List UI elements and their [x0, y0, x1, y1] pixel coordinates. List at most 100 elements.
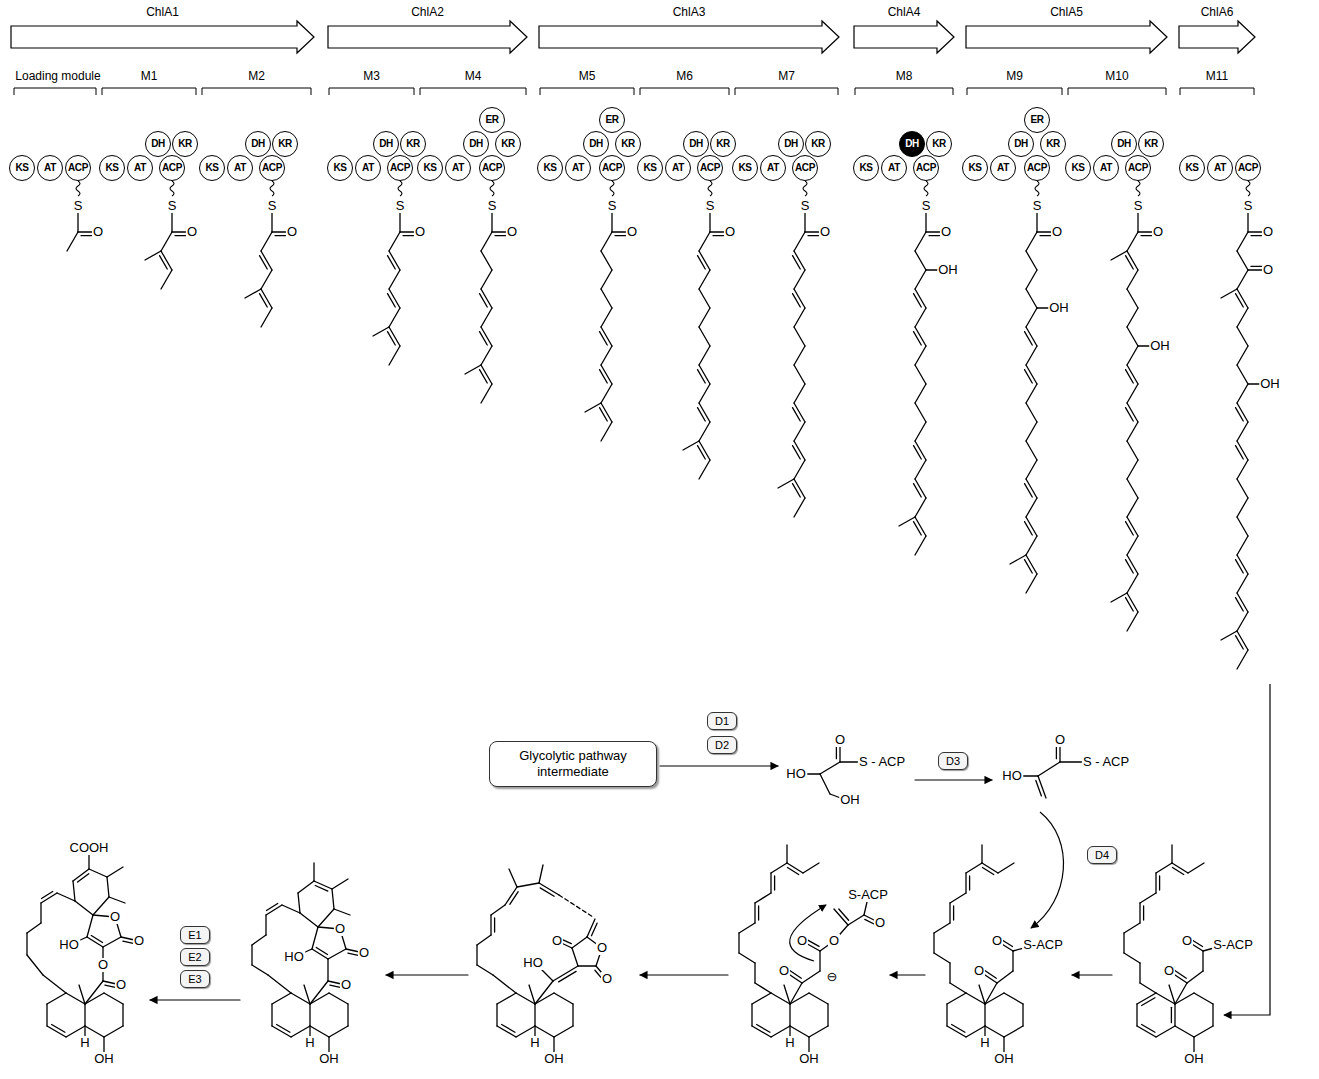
module-label: M6 [675, 69, 694, 83]
domain-circle: KS [1065, 155, 1091, 181]
domain-circle: AT [1207, 155, 1233, 181]
bond-line [794, 498, 805, 517]
bond-line [601, 270, 612, 289]
double-bond [793, 294, 801, 307]
domain-name: ACP [602, 163, 622, 173]
double-bond [600, 370, 608, 383]
bond-line [84, 1004, 85, 1026]
double-bond [277, 1025, 290, 1033]
bond-line [93, 897, 109, 915]
module-bracket [967, 88, 1062, 95]
domain-circle: KS [637, 155, 663, 181]
domain-circle: ACP [65, 155, 91, 181]
gene-name: ChlA5 [965, 4, 1168, 19]
double-bond [984, 970, 997, 978]
bond-line [915, 460, 926, 479]
domain-circle: ER [479, 107, 505, 133]
gene-arrow: ChlA5 [965, 4, 1168, 60]
bond-line [477, 935, 491, 945]
bond-line [271, 1004, 272, 1026]
atom-label: O [778, 964, 790, 978]
bond-line [328, 1037, 329, 1053]
bond-line [915, 270, 926, 289]
bond-line [554, 993, 573, 1004]
bond-line [915, 422, 926, 441]
bond-line [1237, 384, 1248, 403]
atom-label: O [874, 916, 886, 930]
bond-line [497, 993, 516, 1004]
domain-circle: AT [665, 155, 691, 181]
gene-arrow: ChlA2 [327, 4, 528, 60]
bond-line [553, 1037, 554, 1053]
bond-line [312, 927, 318, 949]
domain-name: KR [278, 139, 292, 149]
double-bond [1174, 970, 1187, 978]
bond-line [915, 232, 926, 251]
domain-circle: KR [172, 131, 198, 157]
atom-label: HO [785, 767, 807, 781]
gene-name: ChlA2 [327, 4, 528, 19]
domain-circle: ACP [1235, 155, 1261, 181]
bond-line [802, 971, 820, 983]
acp-tether [490, 181, 494, 196]
double-bond [952, 1025, 965, 1033]
bond-line [318, 909, 334, 927]
module-label: Loading module [14, 69, 101, 83]
bond-line [261, 232, 272, 251]
bond-line [915, 365, 926, 384]
double-bond [510, 892, 518, 905]
enzyme-box: E2 [180, 948, 209, 966]
atom-label: O [1262, 263, 1274, 277]
bond-line [1127, 270, 1138, 289]
double-bond [1159, 876, 1160, 890]
bond-line [481, 384, 492, 403]
bond-line [79, 985, 85, 1004]
double-bond [1236, 636, 1244, 649]
bond-line [981, 845, 982, 863]
double-bond [914, 446, 922, 459]
atom-label: S [267, 199, 278, 213]
double-bond [1143, 906, 1144, 920]
double-bond [540, 888, 554, 896]
atom-label: O [796, 934, 808, 948]
atom-label: O [414, 225, 426, 239]
module-label: M5 [578, 69, 597, 83]
domain-name: AT [134, 163, 146, 173]
double-bond [698, 370, 706, 383]
atom-label: O [1152, 225, 1164, 239]
box-text: D3 [946, 755, 960, 767]
domain-circle: KS [417, 155, 443, 181]
bond-line [535, 981, 553, 1004]
bond-line [347, 1004, 348, 1026]
atom-label: S [73, 199, 84, 213]
bond-line [794, 232, 805, 251]
bond-line [1026, 498, 1037, 517]
bond-line [985, 983, 997, 1004]
domain-name: AT [44, 163, 56, 173]
bond-line [585, 403, 601, 412]
bond-line [252, 935, 266, 945]
bond-line [950, 893, 966, 903]
pathway-box: Glycolytic pathway intermediate [489, 741, 657, 787]
atom-label: O [133, 934, 145, 948]
bond-line [145, 251, 161, 260]
double-bond [770, 873, 771, 893]
double-bond [315, 885, 328, 891]
forming-bond [559, 895, 593, 917]
reaction-arrow [660, 765, 778, 766]
enzyme-box: D2 [707, 736, 737, 754]
bond-line [282, 905, 300, 913]
bond-line [946, 1004, 947, 1026]
domain-circle: KR [710, 131, 736, 157]
bond-line [572, 937, 587, 948]
acp-tether [803, 181, 807, 196]
bond-line [784, 985, 790, 1004]
domain-circle: ACP [159, 155, 185, 181]
double-bond [1174, 1004, 1175, 1026]
double-bond [1236, 408, 1244, 421]
atom-label: O [1181, 934, 1193, 948]
domain-name: DH [784, 139, 798, 149]
bond-line [122, 1004, 123, 1026]
domain-circle: AT [445, 155, 471, 181]
bond-line [477, 965, 493, 975]
